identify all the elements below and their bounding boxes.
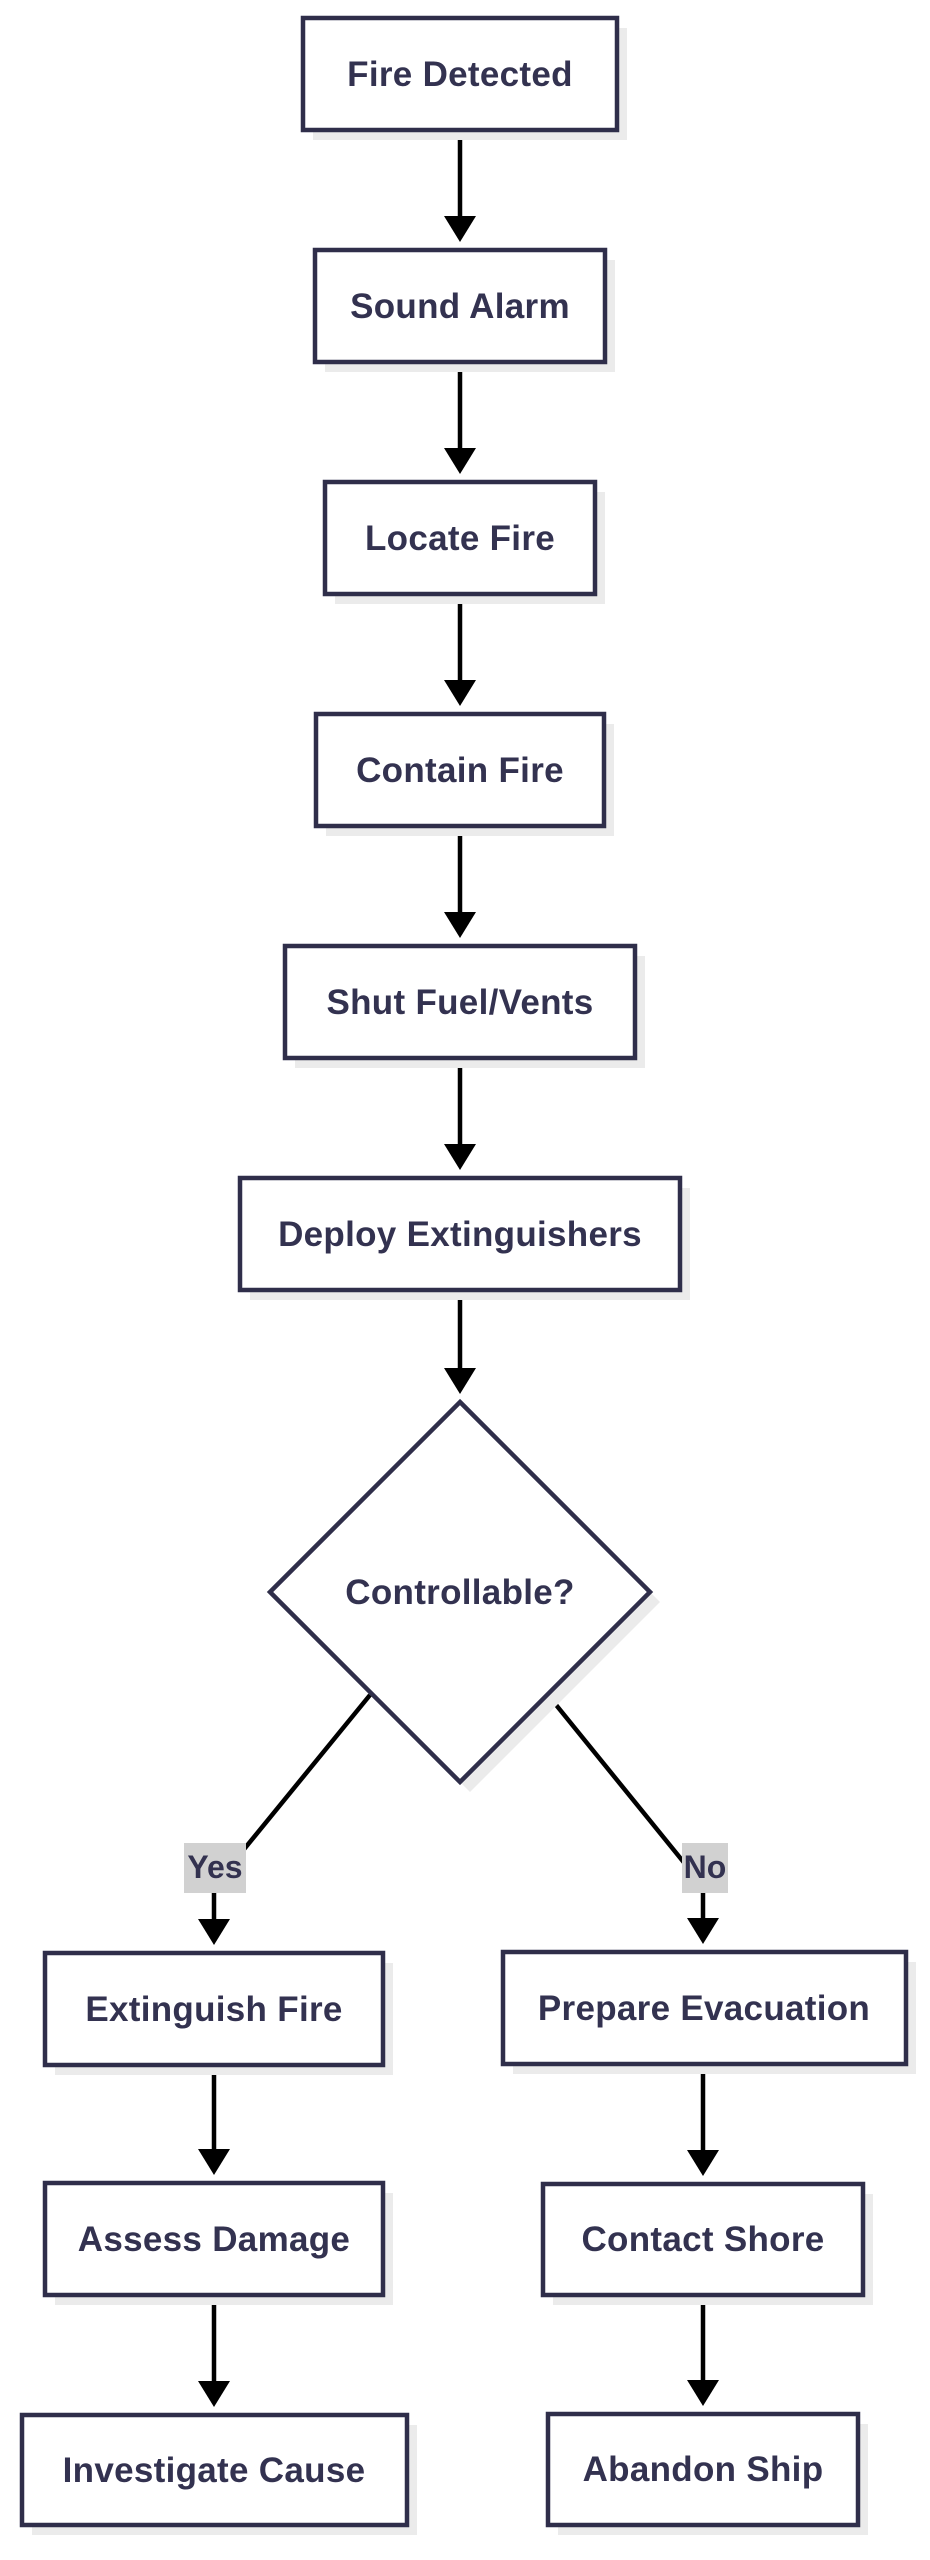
node-box (237, 1175, 683, 1293)
node-label: Assess Damage (78, 2220, 350, 2259)
edge-label-yes: Yes (184, 1843, 246, 1893)
node-sound-alarm: Sound Alarm (312, 247, 615, 372)
node-label: Controllable? (345, 1573, 574, 1612)
edge-label-bg (184, 1843, 246, 1893)
node-abandon-ship: Abandon Ship (545, 2411, 868, 2535)
node-contact-shore: Contact Shore (540, 2181, 873, 2305)
node-label: Sound Alarm (350, 287, 570, 326)
node-label: Contact Shore (581, 2220, 824, 2259)
arrowhead (687, 1918, 719, 1944)
node-box (300, 15, 620, 133)
node-box (500, 1949, 909, 2067)
node-box (312, 247, 608, 365)
node-label: Contain Fire (356, 751, 564, 790)
node-investigate-cause: Investigate Cause (19, 2412, 417, 2535)
node-box (42, 2180, 386, 2298)
node-label: Shut Fuel/Vents (326, 983, 593, 1022)
node-box (545, 2411, 861, 2528)
node-box (322, 479, 598, 597)
node-contain-fire: Contain Fire (313, 711, 614, 836)
node-extinguish-fire: Extinguish Fire (42, 1950, 393, 2075)
node-shut-fuel-vents: Shut Fuel/Vents (282, 943, 645, 1068)
node-label: Fire Detected (347, 55, 573, 94)
arrowhead (687, 2380, 719, 2406)
node-label: Prepare Evacuation (538, 1989, 870, 2028)
node-deploy-extinguishers: Deploy Extinguishers (237, 1175, 690, 1300)
arrowhead (198, 1919, 230, 1945)
node-fire-detected: Fire Detected (300, 15, 627, 140)
node-box (266, 1398, 654, 1786)
arrowhead (198, 2149, 230, 2175)
node-box (540, 2181, 866, 2298)
edge-label-text: No (684, 1849, 727, 1885)
node-prepare-evacuation: Prepare Evacuation (500, 1949, 916, 2074)
arrowhead (687, 2150, 719, 2176)
node-label: Deploy Extinguishers (278, 1215, 642, 1254)
node-label: Investigate Cause (63, 2451, 366, 2490)
node-box (282, 943, 638, 1061)
arrowhead (444, 1144, 476, 1170)
arrowhead (198, 2381, 230, 2407)
arrowhead (444, 1368, 476, 1394)
arrowhead (444, 912, 476, 938)
node-label: Abandon Ship (583, 2450, 824, 2489)
edge-label-text: Yes (187, 1849, 242, 1885)
edge-label-no: No (682, 1843, 728, 1893)
node-label: Extinguish Fire (85, 1990, 342, 2029)
arrowhead (444, 680, 476, 706)
node-controllable-decision: Controllable? (266, 1398, 660, 1792)
edge-no-branch (546, 1693, 706, 1922)
node-locate-fire: Locate Fire (322, 479, 605, 604)
arrowhead (444, 216, 476, 242)
edge-label-bg (682, 1843, 728, 1893)
node-box (42, 1950, 386, 2068)
node-assess-damage: Assess Damage (42, 2180, 393, 2305)
arrowhead (444, 448, 476, 474)
node-box (19, 2412, 410, 2528)
node-box (313, 711, 607, 829)
node-label: Locate Fire (365, 519, 555, 558)
